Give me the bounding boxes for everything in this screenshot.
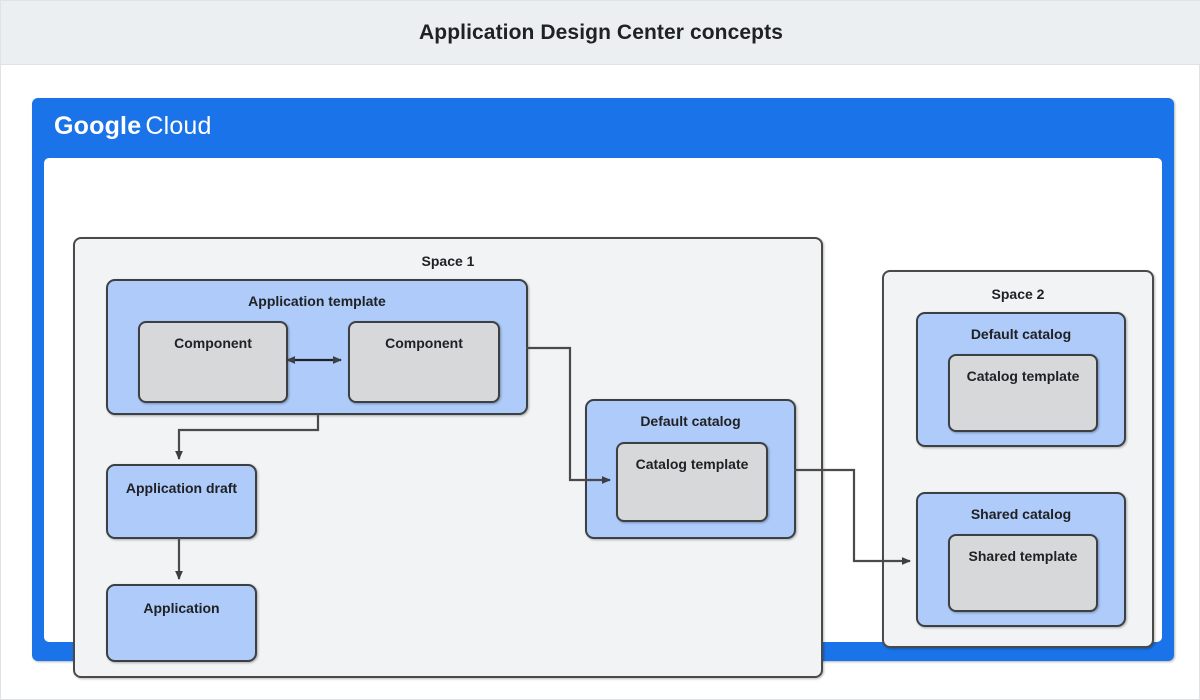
- default-catalog-space2-group[interactable]: Default catalog Catalog template: [916, 312, 1126, 447]
- space-1-label: Space 1: [421, 253, 475, 269]
- component-right-box[interactable]: Component: [348, 321, 500, 403]
- space-1-container: Space 1 Application template Component C…: [73, 237, 823, 678]
- default-catalog-space1-group[interactable]: Default catalog Catalog template: [585, 399, 796, 539]
- space-2-label: Space 2: [991, 286, 1045, 302]
- default-catalog-space1-label: Default catalog: [640, 413, 741, 429]
- shared-template-box[interactable]: Shared template: [948, 534, 1098, 612]
- application-template-label: Application template: [248, 293, 386, 309]
- application-draft-node[interactable]: Application draft: [106, 464, 257, 539]
- default-catalog-space2-label: Default catalog: [970, 326, 1072, 342]
- logo-google-text: Google: [54, 112, 142, 140]
- page-title: Application Design Center concepts: [419, 20, 783, 44]
- application-node[interactable]: Application: [106, 584, 257, 662]
- component-left-label: Component: [174, 335, 252, 351]
- shared-template-label: Shared template: [968, 548, 1078, 564]
- cloud-inner-panel: Space 1 Application template Component C…: [44, 158, 1162, 678]
- application-template-group[interactable]: Application template Component Component: [106, 279, 528, 415]
- application-label: Application: [143, 600, 220, 616]
- catalog-template-space1-box[interactable]: Catalog template: [616, 442, 768, 522]
- logo-cloud-text: Cloud: [145, 112, 212, 140]
- space-2-container: Space 2 Default catalog Catalog template…: [882, 270, 1154, 648]
- shared-catalog-label: Shared catalog: [970, 506, 1072, 522]
- component-left-box[interactable]: Component: [138, 321, 288, 403]
- page-header: Application Design Center concepts: [1, 1, 1200, 65]
- component-right-label: Component: [385, 335, 463, 351]
- shared-catalog-space2-group[interactable]: Shared catalog Shared template: [916, 492, 1126, 627]
- catalog-template-space2-label: Catalog template: [966, 368, 1080, 384]
- catalog-template-space1-label: Catalog template: [635, 456, 749, 472]
- application-draft-label: Application draft: [125, 480, 238, 496]
- catalog-template-space2-box[interactable]: Catalog template: [948, 354, 1098, 432]
